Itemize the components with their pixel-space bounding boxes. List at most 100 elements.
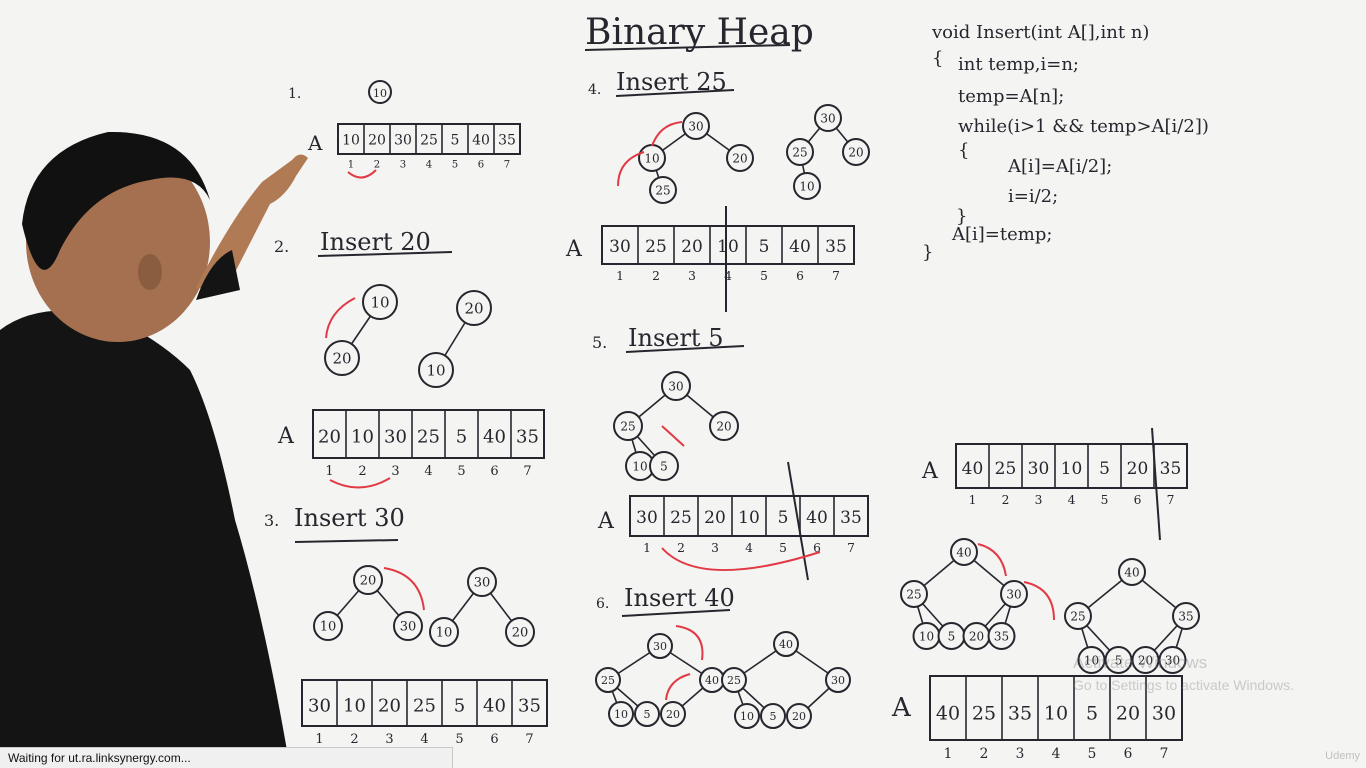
tree-node (613, 411, 643, 441)
tree-node (362, 284, 398, 320)
tree-node (773, 631, 799, 657)
array-index: 1 (348, 159, 354, 170)
array-cell: 10 (717, 237, 739, 257)
array-cell: 5 (1099, 459, 1110, 479)
swap-arrow (675, 625, 704, 661)
array-cell: 10 (738, 508, 760, 528)
array-index: 6 (490, 732, 498, 747)
node-value: 20 (716, 419, 731, 433)
array-cell: 30 (384, 427, 407, 448)
array-index: 6 (813, 541, 821, 555)
node-value: 30 (668, 379, 683, 393)
array-index: 7 (832, 269, 840, 283)
array-cell: 30 (1152, 703, 1176, 725)
swap-arrow (651, 121, 683, 147)
step-title: Insert 40 (624, 584, 735, 612)
array-cell: 35 (518, 695, 541, 716)
tree-node (1064, 602, 1092, 630)
array-cell: 40 (789, 237, 811, 257)
swap-arrow (617, 151, 645, 187)
node-value: 25 (655, 183, 670, 197)
array-index: 3 (1035, 493, 1043, 507)
tree-node (649, 451, 679, 481)
swap-arrow (977, 543, 1007, 577)
array-index: 5 (455, 732, 463, 747)
array-cell: 40 (483, 427, 506, 448)
array-index: 4 (1068, 493, 1076, 507)
tree-node (660, 701, 686, 727)
tree-node (456, 290, 492, 326)
node-value: 30 (1165, 653, 1180, 667)
tree-node (608, 701, 634, 727)
node-value: 20 (1138, 653, 1153, 667)
udemy-logo: Udemy (1325, 750, 1360, 762)
array-index: 3 (1016, 746, 1025, 762)
array-index: 2 (358, 464, 366, 479)
code-line: while(i>1 && temp>A[i/2]) (958, 116, 1209, 137)
tree-node (505, 617, 535, 647)
array-index: 1 (944, 746, 953, 762)
array-index: 6 (796, 269, 804, 283)
node-value: 40 (779, 638, 793, 651)
array-cell: 5 (778, 508, 789, 528)
node-value: 20 (360, 574, 377, 589)
array-index: 7 (504, 159, 510, 170)
array-index: 5 (457, 464, 465, 479)
tree-node (786, 138, 814, 166)
node-value: 35 (994, 629, 1009, 643)
array-name: A (565, 237, 583, 262)
tree-node (634, 701, 660, 727)
swap-arrow (329, 477, 391, 489)
code-line: } (922, 242, 933, 263)
node-value: 10 (370, 293, 389, 311)
array-cell: 35 (840, 508, 862, 528)
node-value: 40 (1124, 565, 1139, 579)
code-line: void Insert(int A[],int n) (931, 22, 1149, 43)
array-cell: 40 (962, 459, 984, 479)
node-value: 10 (799, 179, 814, 193)
node-value: 20 (512, 626, 529, 641)
array-cell: 10 (342, 132, 360, 148)
node-value: 5 (770, 710, 777, 723)
node-value: 20 (464, 299, 483, 317)
array-cell: 40 (472, 132, 490, 148)
array-index: 3 (400, 159, 406, 170)
array-cell: 25 (417, 427, 440, 448)
array-index: 4 (426, 159, 432, 170)
tree-node (721, 667, 747, 693)
tree-node (649, 176, 677, 204)
array-cell: 30 (394, 132, 412, 148)
node-value: 10 (426, 361, 445, 379)
tree-node (324, 340, 360, 376)
tree-node (429, 617, 459, 647)
presenter (0, 131, 308, 768)
windows-activation-watermark: Activate Windows Go to Settings to activ… (1073, 653, 1294, 693)
node-value: 10 (436, 626, 453, 641)
array-index: 2 (374, 159, 380, 170)
tree-node (793, 172, 821, 200)
array-index: 5 (1101, 493, 1109, 507)
array-cell: 5 (759, 237, 770, 257)
array-cell: 10 (351, 427, 374, 448)
node-value: 40 (956, 545, 971, 559)
tree-node (987, 622, 1016, 650)
array-index: 4 (424, 464, 432, 479)
node-value: 10 (644, 151, 659, 165)
array-cell: 25 (670, 508, 692, 528)
swap-arrow (661, 425, 685, 447)
array-index: 7 (1167, 493, 1175, 507)
array-index: 1 (643, 541, 651, 555)
node-value: 5 (1115, 653, 1123, 667)
node-value: 20 (848, 145, 863, 159)
array-cell: 10 (1044, 703, 1068, 725)
tree-node (825, 667, 851, 693)
swap-arrow (347, 169, 377, 179)
